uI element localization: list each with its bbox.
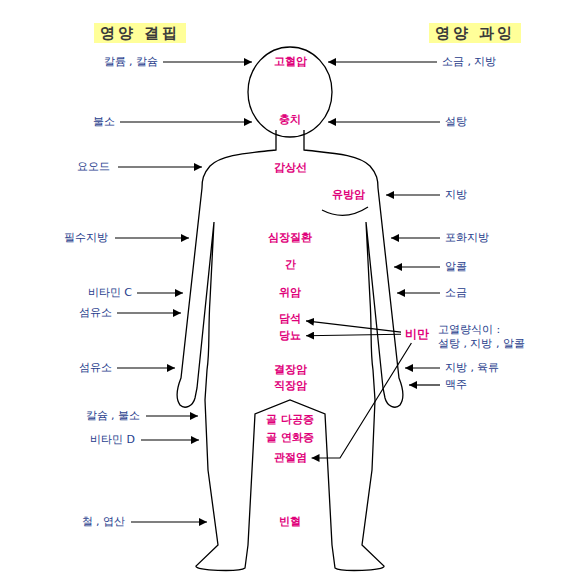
- node-text: 당뇨: [279, 329, 301, 343]
- nutrient-label: 철 , 엽산: [82, 515, 126, 529]
- breast-outline: [322, 207, 368, 215]
- disease-label: 갑상선: [272, 161, 309, 175]
- disease-label: 골 다공증: [264, 413, 316, 427]
- nutrient-label: 소금 , 지방: [442, 55, 497, 69]
- connector-arrow: [312, 343, 412, 458]
- node-text: 관절염: [274, 451, 307, 465]
- connector-arrow: [306, 321, 401, 332]
- disease-label: 결장암: [272, 363, 309, 377]
- nutrient-label: 불소: [93, 115, 115, 129]
- disease-label: 고혈압: [272, 55, 309, 69]
- disease-label: 간: [283, 258, 298, 272]
- leader-arrow: [163, 61, 252, 62]
- body-outline: [177, 130, 403, 570]
- leader-arrow: [146, 415, 198, 416]
- leader-arrow: [117, 367, 175, 368]
- disease-label: 유방암: [330, 188, 367, 202]
- leader-arrow: [131, 521, 207, 522]
- nutrient-label: 알콜: [445, 260, 467, 274]
- nutrient-label: 섬유소: [79, 361, 112, 375]
- disease-label: 관절염: [272, 451, 309, 465]
- disease-label: 위암: [277, 286, 303, 300]
- leader-arrow: [117, 312, 181, 313]
- disease-label: 심장질환: [266, 231, 314, 245]
- disease-label: 직장암: [272, 379, 309, 393]
- leader-arrow: [405, 367, 440, 368]
- disease-label: 빈혈: [277, 515, 303, 529]
- leader-arrow: [394, 266, 440, 267]
- leader-arrow: [328, 61, 437, 62]
- node-text: 비만: [405, 327, 429, 341]
- nutrient-label: 비타민 D: [90, 433, 135, 447]
- leader-arrow: [141, 439, 199, 440]
- nutrient-label: 설탕: [445, 115, 467, 129]
- nutrient-label: 지방: [445, 188, 467, 202]
- nutrient-label: 칼슘 , 불소: [86, 409, 141, 423]
- nutrient-label: 칼륨 , 칼슘: [104, 55, 159, 69]
- leader-arrow: [409, 384, 440, 385]
- leader-arrow: [386, 194, 440, 195]
- nutrient-label: 필수지방: [64, 231, 108, 245]
- nutrient-label: 맥주: [445, 378, 467, 392]
- disease-label: 당뇨: [277, 329, 303, 343]
- nutrient-label: 포화지방: [445, 231, 489, 245]
- section-heading: 영양 결핍: [94, 23, 186, 43]
- head-outline: [248, 47, 332, 137]
- leader-arrow: [391, 237, 440, 238]
- section-heading: 영양 과잉: [429, 23, 521, 43]
- leader-arrow: [118, 166, 202, 167]
- nutrient-label: 소금: [445, 286, 467, 300]
- nutrient-label: 섬유소: [79, 306, 112, 320]
- disease-label: 충치: [277, 113, 303, 127]
- nutrient-label: 지방 , 육류: [445, 361, 500, 375]
- disease-label: 비만: [403, 327, 431, 341]
- leader-arrow: [137, 292, 183, 293]
- disease-label: 담석: [277, 312, 303, 326]
- leader-arrow: [328, 121, 440, 122]
- leader-arrow: [115, 237, 189, 238]
- node-text: 담석: [279, 312, 301, 326]
- nutrient-label: 비타민 C: [88, 286, 132, 300]
- disease-label: 골 연화증: [264, 431, 316, 445]
- leader-arrow: [120, 121, 252, 122]
- nutrient-label: 고열량식이 : 설탕 , 지방 , 알콜: [438, 323, 550, 351]
- nutrient-label: 요오드: [77, 160, 110, 174]
- connector-arrow: [306, 334, 401, 335]
- leader-arrow: [397, 292, 440, 293]
- leader-arrows: [115, 62, 440, 522]
